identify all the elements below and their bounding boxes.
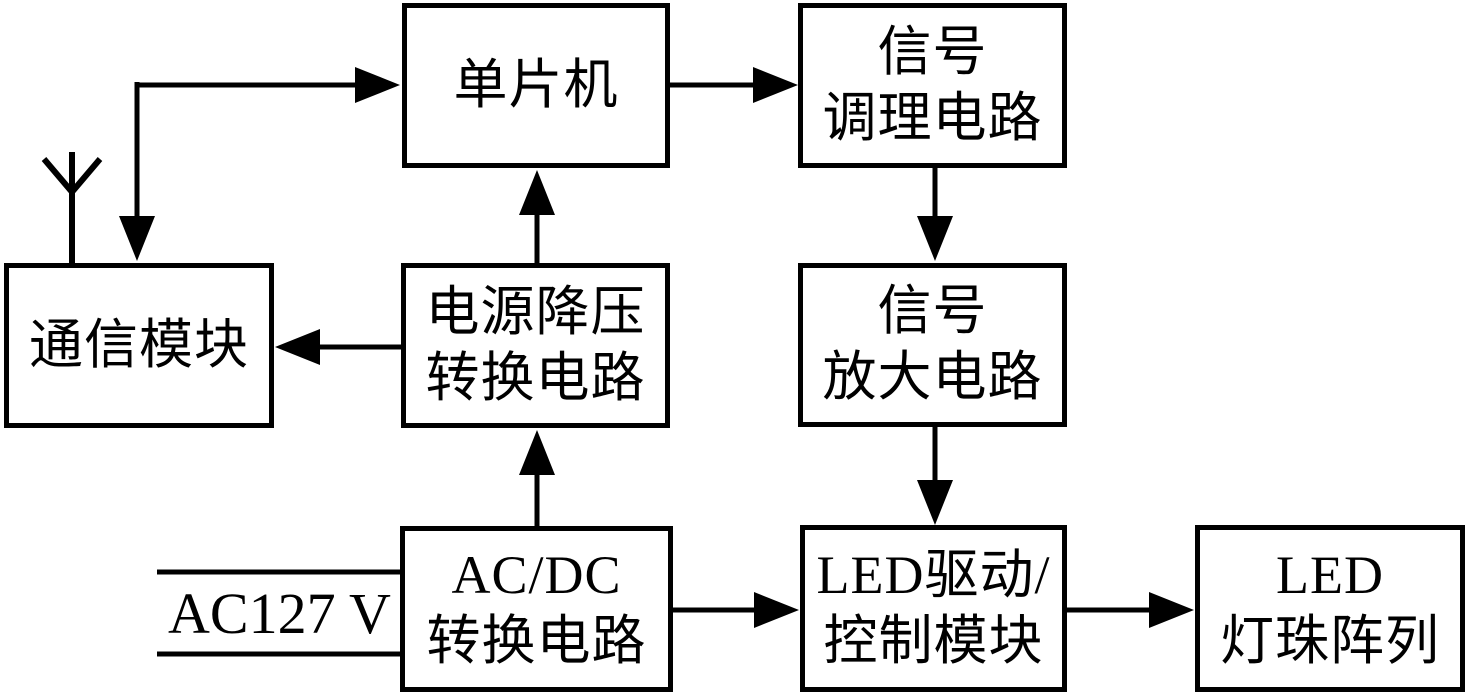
arrow-mcu-to-signal-conditioning xyxy=(670,67,798,103)
arrow-acdc-to-buck xyxy=(519,430,555,526)
arrow-head-down xyxy=(917,216,953,261)
block-led-array-label: LED 灯珠阵列 xyxy=(1220,544,1440,671)
block-power-buck-label: 电源降压 转换电路 xyxy=(425,281,646,408)
arrow-head-down xyxy=(917,480,953,525)
block-acdc-converter: AC/DC 转换电路 xyxy=(400,526,673,692)
antenna-icon xyxy=(41,152,103,265)
arrow-head-right xyxy=(753,67,798,103)
arrow-head-left xyxy=(275,329,320,365)
ac-input-label: AC127 V xyxy=(168,580,391,646)
block-led-array: LED 灯珠阵列 xyxy=(1195,525,1465,692)
arrow-head-right xyxy=(1149,592,1194,628)
block-led-driver: LED驱动/ 控制模块 xyxy=(800,525,1067,692)
antenna-left-arm xyxy=(41,157,75,194)
arrow-head-up xyxy=(519,430,555,475)
arrow-head-right xyxy=(754,592,799,628)
block-communication: 通信模块 xyxy=(4,263,274,428)
arrow-amplifier-to-led-driver xyxy=(917,427,953,525)
ac-input-lines xyxy=(157,569,402,657)
arrow-head-down xyxy=(119,216,155,261)
arrow-head-up xyxy=(519,170,555,215)
arrow-buck-to-mcu xyxy=(519,170,555,263)
block-signal-conditioning-label: 信号 调理电路 xyxy=(822,21,1043,148)
block-communication-label: 通信模块 xyxy=(29,314,249,375)
arrow-buck-to-communication xyxy=(275,329,401,365)
block-power-buck: 电源降压 转换电路 xyxy=(401,263,670,428)
arrow-led-driver-to-led-array xyxy=(1067,592,1194,628)
block-mcu-label: 单片机 xyxy=(453,54,619,115)
antenna-right-arm xyxy=(69,157,103,194)
arrow-acdc-to-led-driver xyxy=(673,592,799,628)
arrow-mcu-to-communication xyxy=(119,82,155,261)
block-mcu: 单片机 xyxy=(402,3,670,168)
block-led-driver-label: LED驱动/ 控制模块 xyxy=(816,544,1051,671)
arrow-signal-conditioning-to-amplifier xyxy=(917,168,953,261)
arrow-head-right xyxy=(355,67,400,103)
block-acdc-converter-label: AC/DC 转换电路 xyxy=(426,545,647,671)
block-signal-amplifier: 信号 放大电路 xyxy=(798,263,1067,427)
arrow-communication-to-mcu xyxy=(137,67,400,103)
block-signal-conditioning: 信号 调理电路 xyxy=(798,3,1067,168)
block-signal-amplifier-label: 信号 放大电路 xyxy=(822,281,1043,407)
